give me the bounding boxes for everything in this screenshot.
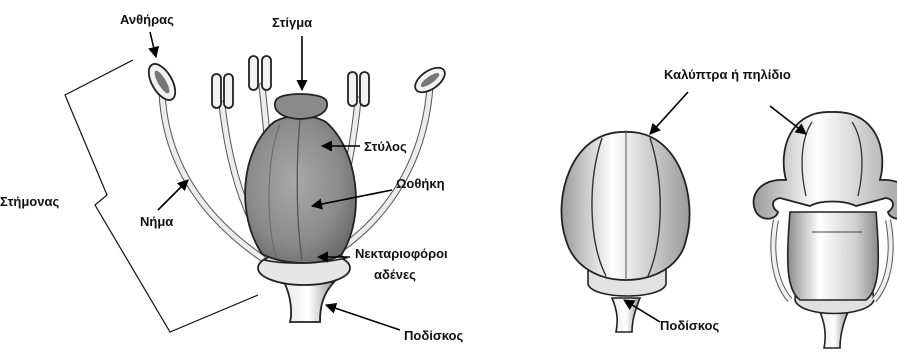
receptacle-label: Ποδίσκος: [404, 328, 463, 343]
anther-label: Ανθήρας: [120, 12, 174, 27]
left-flower: [65, 32, 449, 332]
ovary-label: Ωοθήκη: [396, 176, 445, 191]
ovary-shape: [245, 116, 356, 263]
receptacle-shape: [284, 282, 334, 322]
style-label: Στύλος: [364, 139, 407, 154]
opening-flower: [754, 112, 897, 348]
stamen-label: Στήμονας: [0, 194, 59, 209]
nectaries-label-line2: αδένες: [374, 267, 416, 282]
nectaries-label-line1: Νεκταριοφόροι: [355, 246, 448, 261]
calyptra-label: Καλύπτρα ή πηλίδιο: [664, 67, 791, 82]
receptacle-right-label: Ποδίσκος: [660, 318, 719, 333]
stigma-label: Στίγμα: [272, 15, 312, 30]
filament-label: Νήμα: [140, 214, 173, 229]
stigma-shape: [275, 94, 327, 119]
